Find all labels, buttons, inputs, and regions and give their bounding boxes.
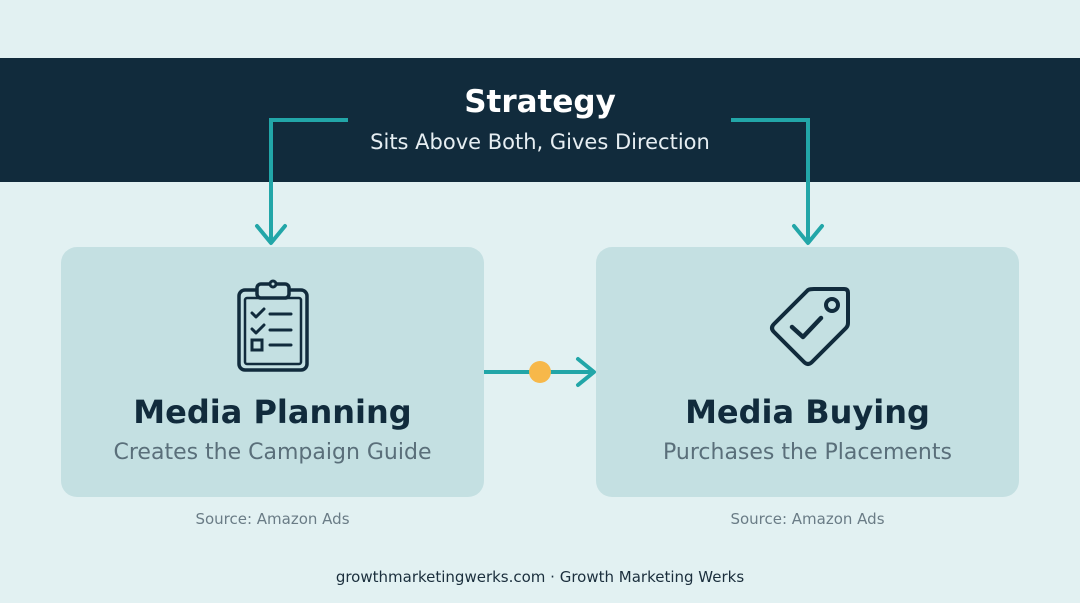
strategy-subtitle: Sits Above Both, Gives Direction	[370, 130, 710, 154]
media-buying-subtitle: Purchases the Placements	[663, 440, 952, 465]
media-buying-source: Source: Amazon Ads	[730, 510, 885, 528]
media-planning-card: Media Planning Creates the Campaign Guid…	[61, 247, 484, 497]
strategy-to-planning-arrow	[255, 118, 348, 245]
price-tag-check-icon	[760, 279, 856, 379]
connector-dot	[529, 361, 551, 383]
strategy-to-buying-arrow	[731, 118, 824, 245]
media-buying-card: Media Buying Purchases the Placements	[596, 247, 1019, 497]
footer-credit: growthmarketingwerks.com · Growth Market…	[335, 568, 745, 586]
media-planning-source: Source: Amazon Ads	[195, 510, 350, 528]
strategy-title: Strategy	[464, 84, 616, 120]
media-planning-subtitle: Creates the Campaign Guide	[113, 440, 432, 465]
strategy-banner	[0, 58, 1080, 182]
media-buying-title: Media Buying	[685, 393, 930, 431]
media-planning-title: Media Planning	[133, 393, 412, 431]
clipboard-checklist-icon	[233, 279, 313, 379]
